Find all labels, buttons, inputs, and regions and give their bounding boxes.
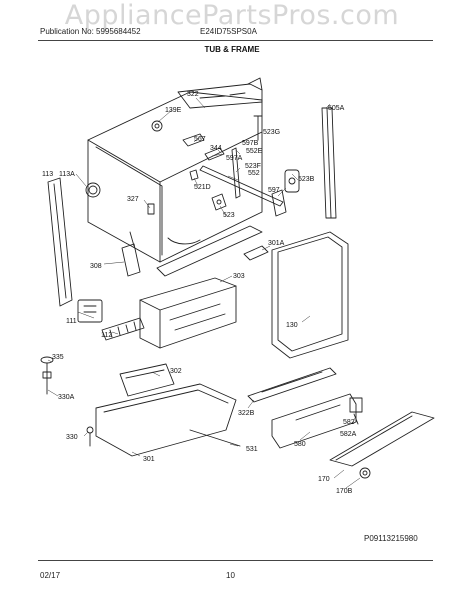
callout-505a: 505A: [328, 105, 345, 112]
callout-113: 113: [42, 171, 53, 178]
callout-113a: 113A: [59, 171, 75, 178]
clip-523: [211, 193, 227, 211]
callout-523g: 523G: [263, 129, 280, 136]
callout-531: 531: [246, 446, 258, 453]
callout-552e: 552E: [246, 148, 263, 155]
hinge-308: [121, 231, 141, 277]
callout-552: 552: [248, 170, 260, 177]
part-327: [147, 203, 155, 215]
footer-date: 02/17: [40, 571, 61, 580]
callout-labels: 322 139E 567 523G 505A 597B 344 552E 523…: [42, 91, 357, 495]
callout-567: 567: [194, 136, 206, 143]
control-panel-580: [271, 393, 357, 449]
callout-330a: 330A: [58, 394, 75, 401]
callout-597: 597: [268, 187, 280, 194]
diagram-reference: P09113215980: [364, 534, 418, 543]
callout-170b: 170B: [336, 488, 353, 495]
rod-531: [189, 429, 241, 447]
trim-170: [329, 411, 435, 467]
tub-frame: [87, 91, 263, 277]
section-title: TUB & FRAME: [204, 45, 260, 54]
callout-308: 308: [90, 263, 102, 270]
hose-112: [101, 317, 145, 341]
rails-552: [199, 147, 284, 207]
module-582: [349, 397, 363, 425]
pump-111: [77, 299, 103, 323]
leg-335: [40, 356, 54, 395]
callout-303: 303: [233, 273, 245, 280]
callout-523f: 523F: [245, 163, 261, 170]
callout-322b: 322B: [238, 410, 255, 417]
gasket-505a: [321, 107, 337, 219]
callout-580: 580: [294, 441, 306, 448]
watermark: AppliancePartsPros.com: [64, 0, 400, 31]
callout-523b: 523B: [298, 176, 315, 183]
callout-335: 335: [52, 354, 64, 361]
rail-322b: [247, 367, 337, 403]
callout-597a: 597A: [226, 155, 243, 162]
callout-597b: 597B: [242, 140, 259, 147]
callout-130: 130: [286, 322, 298, 329]
panel-302: [119, 363, 175, 397]
base-pan-301: [95, 383, 237, 457]
callout-582a: 582A: [340, 431, 357, 438]
callout-344: 344: [210, 145, 222, 152]
knob-170b: [359, 467, 371, 479]
callout-112: 112: [101, 332, 112, 339]
clip-301a: [243, 245, 269, 261]
callout-327: 327: [127, 196, 139, 203]
part-521d: [189, 169, 199, 181]
side-strip-113: [47, 177, 101, 307]
screw-330: [86, 426, 94, 447]
page-number: 10: [226, 571, 235, 580]
callout-170: 170: [318, 476, 330, 483]
callout-582: 582: [343, 419, 355, 426]
base-303: [139, 277, 237, 349]
callout-322: 322: [187, 91, 199, 98]
callout-302: 302: [170, 368, 182, 375]
bracket-597: [271, 189, 287, 217]
callout-301a: 301A: [268, 240, 285, 247]
publication-number: Publication No: 5995684452: [40, 27, 141, 36]
model-number: E24ID75SPS0A: [200, 27, 257, 36]
callout-111: 111: [66, 318, 77, 325]
nut-139e: [151, 120, 163, 132]
callout-301: 301: [143, 456, 155, 463]
callout-523: 523: [223, 212, 235, 219]
callout-521d: 521D: [194, 184, 211, 191]
callout-139e: 139E: [165, 107, 182, 114]
header-divider: [38, 40, 433, 41]
callout-330: 330: [66, 434, 78, 441]
door-seal-130: [271, 231, 349, 359]
top-rail: [177, 77, 263, 109]
footer-divider: [38, 560, 433, 561]
bracket-523b: [284, 169, 300, 193]
screw-523g: [253, 115, 263, 141]
bracket-567: [182, 133, 225, 161]
